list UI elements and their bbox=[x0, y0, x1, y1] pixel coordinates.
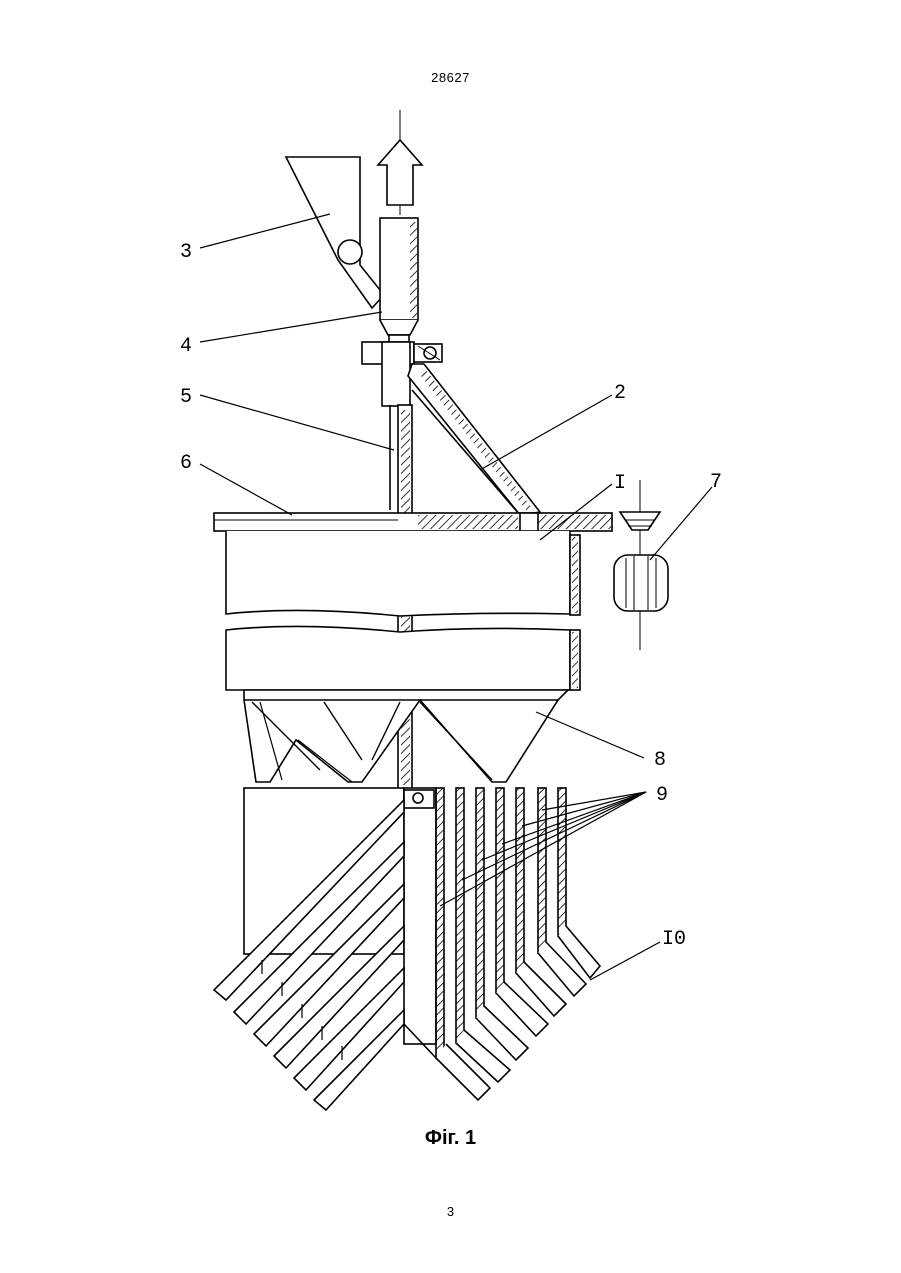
label-I0: I0 bbox=[662, 928, 686, 951]
label-6: 6 bbox=[180, 452, 192, 475]
label-9: 9 bbox=[656, 784, 668, 807]
horizontal-plate bbox=[214, 513, 612, 531]
feed-hopper bbox=[286, 157, 384, 308]
label-4: 4 bbox=[180, 335, 192, 358]
main-chamber bbox=[226, 531, 580, 690]
dust-separator-cylinder bbox=[380, 218, 418, 343]
label-2: 2 bbox=[614, 382, 626, 405]
label-5: 5 bbox=[180, 386, 192, 409]
label-3: 3 bbox=[180, 241, 192, 264]
page-number: 3 bbox=[0, 1204, 901, 1219]
motor bbox=[614, 480, 668, 650]
inclined-feed-pipe bbox=[408, 364, 540, 515]
label-7: 7 bbox=[710, 471, 722, 494]
label-8: 8 bbox=[654, 749, 666, 772]
exhaust-arrow bbox=[378, 110, 422, 215]
figure-caption: Фіг. 1 bbox=[0, 1127, 901, 1150]
label-I: I bbox=[614, 472, 626, 495]
